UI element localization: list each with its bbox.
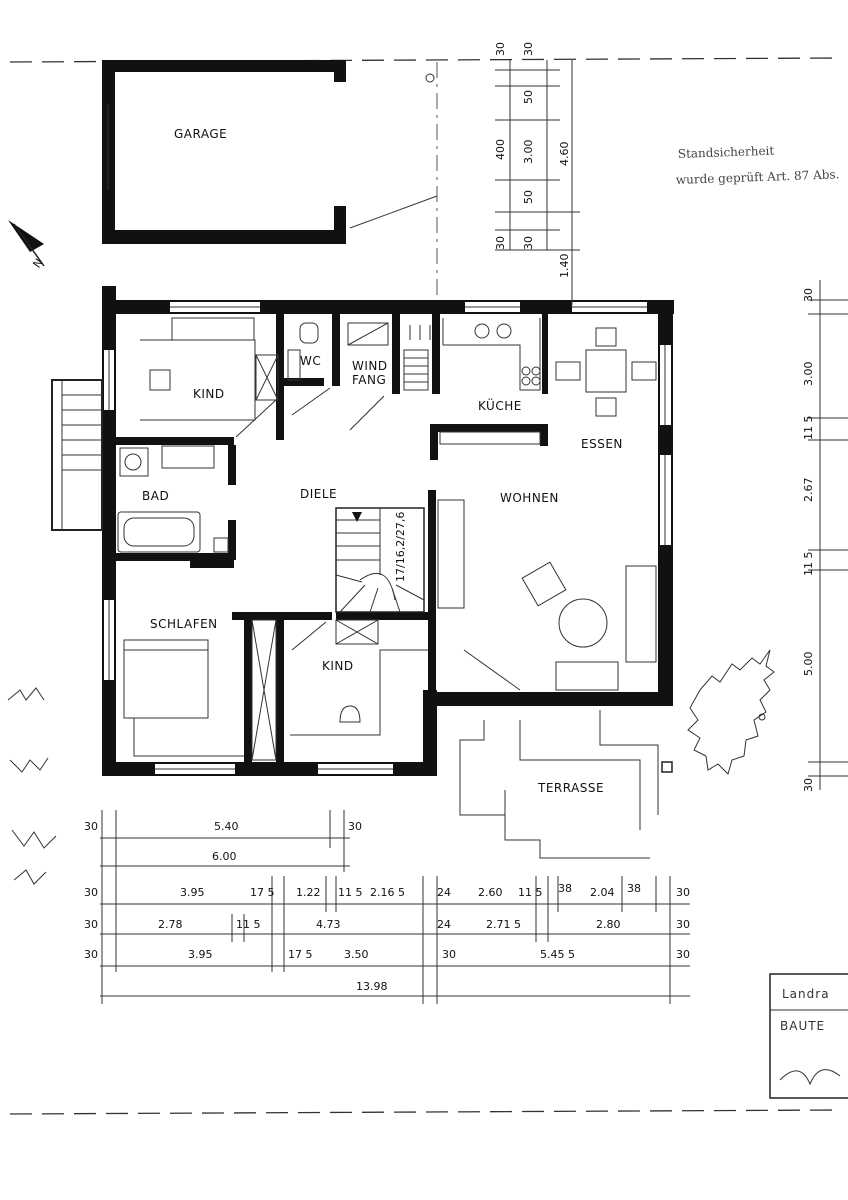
dim-b1-0: 30 <box>84 820 98 833</box>
dim-b3-10: 2.04 <box>590 886 615 899</box>
dim-r-4: 11 5 <box>802 552 815 577</box>
dim-rt-7: 400 <box>494 139 507 160</box>
kind-nw-furniture <box>140 317 279 438</box>
room-label-garage: GARAGE <box>174 127 227 141</box>
north-arrow-icon: N <box>8 220 46 270</box>
dim-b3-5: 2.16 5 <box>370 886 405 899</box>
terrasse-paving <box>459 710 673 859</box>
dim-b4-0: 30 <box>84 918 98 931</box>
axis-marker <box>425 73 435 83</box>
stamp-line-2: wurde geprüft Art. 87 Abs. <box>676 167 840 187</box>
dim-rt-5: 30 <box>494 236 507 250</box>
dim-b5-1: 3.95 <box>188 948 213 961</box>
wc-fixtures <box>287 322 331 416</box>
room-label-essen: ESSEN <box>581 437 623 451</box>
authority-stamp-box <box>769 973 848 1099</box>
dim-rt-8: 4.60 <box>558 142 571 167</box>
authority-box-line-2: BAUTE <box>780 1019 825 1033</box>
room-label-wohnen: WOHNEN <box>500 491 559 505</box>
room-label-kind-nw: KIND <box>193 387 225 401</box>
dim-rt-0: 30 <box>494 42 507 56</box>
bad-fixtures <box>117 445 229 553</box>
authority-box-line-1: Landra <box>782 987 830 1001</box>
dim-b4-4: 24 <box>437 918 451 931</box>
dim-b3-9: 38 <box>558 882 572 895</box>
dim-rt-2: 50 <box>522 90 535 104</box>
main-stair <box>335 507 425 613</box>
stamp-line-1: Standsicherheit <box>678 144 775 161</box>
room-label-windfang-2: FANG <box>352 373 386 387</box>
dimension-bottom-lines <box>100 810 690 1004</box>
stair-label: 17/16,2/27,6 <box>394 512 407 582</box>
dim-b5-0: 30 <box>84 948 98 961</box>
dim-b5-5: 5.45 5 <box>540 948 575 961</box>
dim-r-2: 11 5 <box>802 416 815 441</box>
dim-rt-3: 3.00 <box>522 140 535 165</box>
dim-b5-3: 3.50 <box>344 948 369 961</box>
dim-b3-7: 2.60 <box>478 886 503 899</box>
dim-rt-4: 50 <box>522 190 535 204</box>
dim-b5-4: 30 <box>442 948 456 961</box>
dim-b5-6: 30 <box>676 948 690 961</box>
dim-r-0: 30 <box>802 288 815 302</box>
room-label-windfang-1: WIND <box>352 359 388 373</box>
dim-b4-1: 2.78 <box>158 918 183 931</box>
wohnen-furniture <box>437 499 657 691</box>
axis-line-diagonal <box>349 195 438 229</box>
dim-b3-12: 30 <box>676 886 690 899</box>
dim-r-6: 30 <box>802 778 815 792</box>
dim-b3-8: 11 5 <box>518 886 543 899</box>
dim-b4-3: 4.73 <box>316 918 341 931</box>
garage-outline <box>102 60 346 244</box>
dimension-right <box>808 280 848 790</box>
dim-b3-0: 30 <box>84 886 98 899</box>
windfang-fixtures <box>347 322 431 431</box>
room-label-bad: BAD <box>142 489 169 503</box>
dim-b4-5: 2.71 5 <box>486 918 521 931</box>
dim-rt-9: 1.40 <box>558 254 571 279</box>
dimension-right-top <box>495 60 580 305</box>
essen-furniture <box>555 327 657 417</box>
kind-s-furniture <box>290 619 428 736</box>
room-label-kueche: KÜCHE <box>478 397 522 413</box>
room-label-kind-s: KIND <box>322 659 354 673</box>
dim-b2-0: 6.00 <box>212 850 237 863</box>
dim-rt-1: 30 <box>522 42 535 56</box>
kueche-fixtures <box>439 318 541 445</box>
dim-rt-6: 30 <box>522 236 535 250</box>
dim-b4-6: 2.80 <box>596 918 621 931</box>
border-line-bottom <box>9 1109 841 1115</box>
dim-b3-3: 1.22 <box>296 886 321 899</box>
dim-b1-1: 5.40 <box>214 820 239 833</box>
dim-b5-2: 17 5 <box>288 948 313 961</box>
interior-walls <box>116 314 548 764</box>
room-label-diele: DIELE <box>300 487 337 501</box>
schlafen-furniture <box>123 619 277 761</box>
dim-b3-4: 11 5 <box>338 886 363 899</box>
room-label-schlafen: SCHLAFEN <box>150 617 218 631</box>
dim-b3-2: 17 5 <box>250 886 275 899</box>
dim-b4-7: 30 <box>676 918 690 931</box>
room-label-terrasse: TERRASSE <box>537 781 604 795</box>
dim-r-1: 3.00 <box>802 362 815 387</box>
dim-r-5: 5.00 <box>802 652 815 677</box>
dim-b4-2: 11 5 <box>236 918 261 931</box>
house-outer-walls <box>102 286 674 776</box>
windows <box>104 302 671 774</box>
dim-b3-6: 24 <box>437 886 451 899</box>
tree-sketch-left <box>7 687 57 885</box>
dim-b1-2: 30 <box>348 820 362 833</box>
dim-b3-11: 38 <box>627 882 641 895</box>
dim-r-3: 2.67 <box>802 478 815 503</box>
dim-b3-1: 3.95 <box>180 886 205 899</box>
tree-sketch-right <box>687 649 775 775</box>
svg-text:N: N <box>30 256 45 270</box>
dim-b6-0: 13.98 <box>356 980 388 993</box>
side-stair <box>51 379 103 531</box>
room-label-wc: WC <box>300 354 321 368</box>
